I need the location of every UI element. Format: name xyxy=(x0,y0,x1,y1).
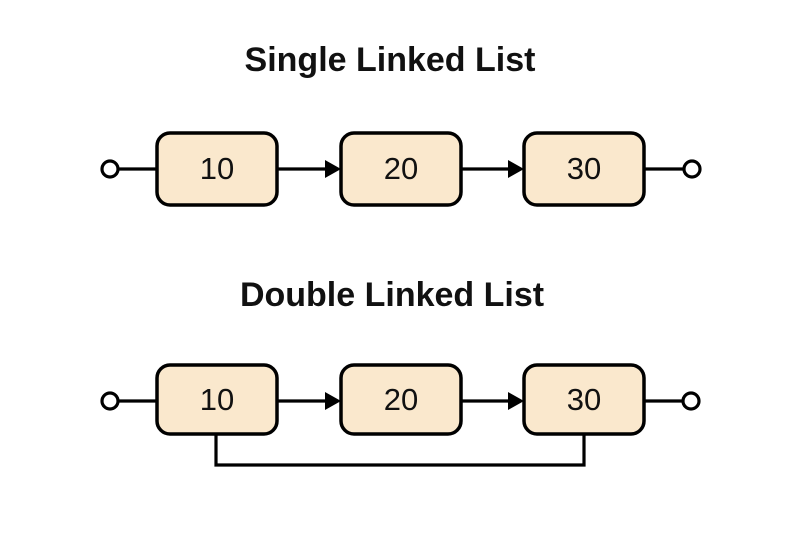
tail-terminal-circle-icon xyxy=(681,391,701,411)
arrow-head-icon xyxy=(325,160,341,178)
diagram-single-linked-list: Single Linked List 10 20 xyxy=(100,41,702,207)
list-item[interactable]: 30 xyxy=(522,363,646,436)
node-value-label: 10 xyxy=(200,151,234,186)
page-title-single: Single Linked List xyxy=(245,41,536,79)
node-value-label: 20 xyxy=(384,151,418,186)
arrow-head-icon xyxy=(325,392,341,410)
node-value-label: 30 xyxy=(567,382,601,417)
list-item[interactable]: 10 xyxy=(155,363,279,436)
back-link-path xyxy=(214,434,586,467)
tail-terminal-circle-icon xyxy=(682,159,702,179)
forward-link xyxy=(277,392,341,410)
node-value-label: 10 xyxy=(200,382,234,417)
list-item[interactable]: 10 xyxy=(155,131,279,207)
list-item[interactable]: 20 xyxy=(339,363,463,436)
forward-link xyxy=(277,160,341,178)
list-item[interactable]: 20 xyxy=(339,131,463,207)
head-terminal-circle-icon xyxy=(100,159,120,179)
arrow-head-icon xyxy=(508,392,524,410)
diagram-double-linked-list: Double Linked List 10 20 xyxy=(100,276,701,467)
head-terminal-circle-icon xyxy=(100,391,120,411)
page-title-double: Double Linked List xyxy=(240,276,544,314)
arrow-head-icon xyxy=(508,160,524,178)
node-value-label: 20 xyxy=(384,382,418,417)
forward-link xyxy=(461,392,524,410)
list-item[interactable]: 30 xyxy=(522,131,646,207)
node-value-label: 30 xyxy=(567,151,601,186)
forward-link xyxy=(461,160,524,178)
